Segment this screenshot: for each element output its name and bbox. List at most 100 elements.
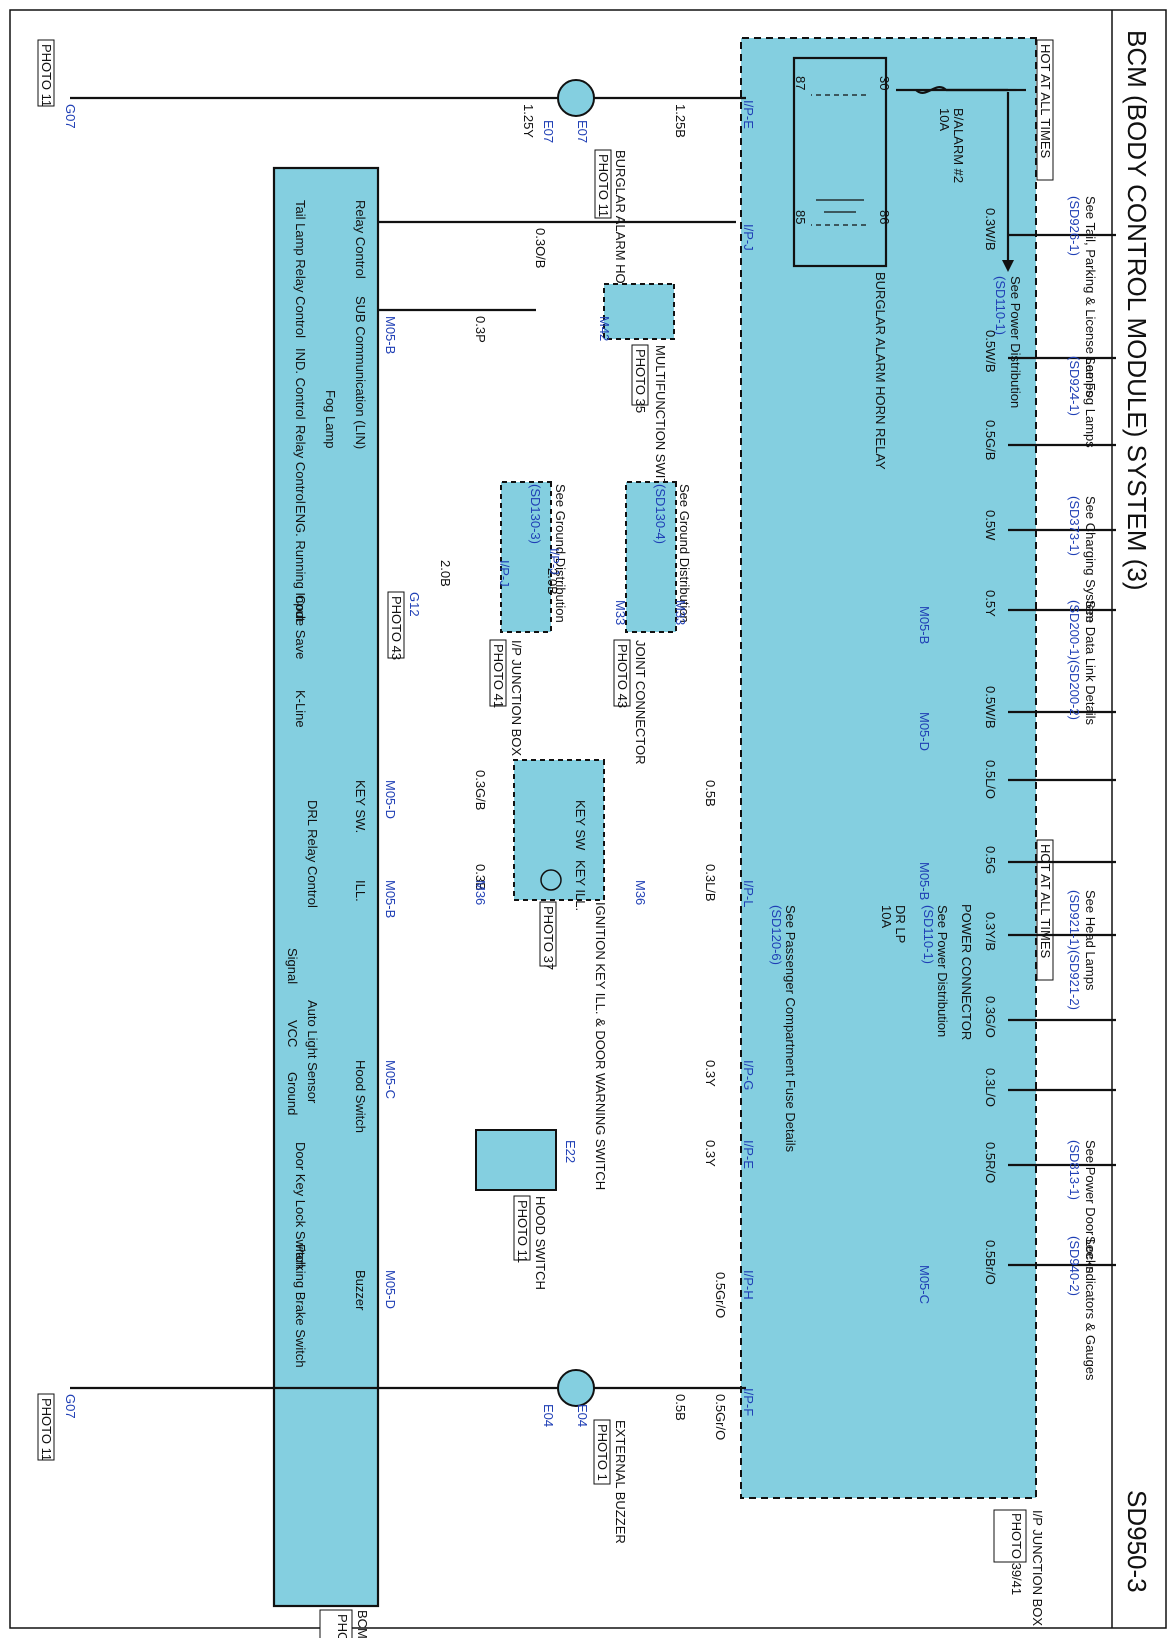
wire-key-sw-supply: 0.5B	[703, 780, 718, 807]
fuse1-symbol	[915, 86, 947, 94]
conn-m36-a: M36	[473, 880, 488, 905]
g07-bottom-code: G07	[63, 1394, 78, 1419]
g07-bottom-photo-frame	[37, 1393, 55, 1461]
wire-label-drl-2: 0.5G	[983, 846, 998, 874]
ref-data-link-ref: (SD200-1)(SD200-2)	[1067, 600, 1082, 720]
ref-fog-text: See Fog Lamps	[1083, 356, 1098, 448]
bcm-name: BCM	[355, 1610, 370, 1638]
conn-e07-a: E07	[575, 120, 590, 143]
bcm-fn-sub-comm: SUB Communication (LIN)	[353, 296, 368, 449]
bcm-fn-tail-lamp: Tail Lamp Relay Control	[293, 200, 308, 338]
conn-m42: M42	[597, 316, 612, 341]
joint-connector-photo-frame	[613, 639, 631, 707]
bcm-fn-hood-switch: Hood Switch	[353, 1060, 368, 1133]
wire-key-ill-supply: 0.3L/B	[703, 864, 718, 902]
pd1-text: See Power Distribution	[1008, 276, 1023, 408]
wire-key-ill: 0.3B	[473, 864, 488, 891]
pd1-ref: (SD110-1)	[993, 276, 1008, 335]
multifunction-photo-frame	[631, 344, 649, 406]
bcm-fn-vcc: VCC	[285, 1020, 300, 1047]
key-sw-label: KEY SW	[573, 800, 588, 851]
wire-label-signal: 0.3Y/B	[983, 912, 998, 951]
key-ill-label: KEY ILL.	[573, 860, 588, 911]
fuse1-rating: 10A	[937, 108, 952, 131]
conn-m05-d-3: M05-D	[383, 1270, 398, 1309]
ground-dist-2-text: See Ground Distribution	[553, 484, 568, 623]
ip-junction-small	[500, 481, 552, 633]
g12-photo-frame	[387, 591, 405, 659]
conn-m05-d-2: M05-D	[383, 780, 398, 819]
wire-label-ground: 0.3L/O	[983, 1068, 998, 1107]
conn-m05-b-3: M05-B	[917, 862, 932, 900]
multifunction-photo: PHOTO 35	[633, 349, 648, 413]
ground-dist-1-text: See Ground Distribution	[677, 484, 692, 623]
wire-parking-supply: 0.5Gr/O	[713, 1272, 728, 1318]
hood-switch-photo: PHOTO 11	[515, 1200, 530, 1263]
external-buzzer-name: EXTERNAL BUZZER	[613, 1420, 628, 1544]
horn-relay-name: BURGLAR ALARM HORN RELAY	[873, 272, 888, 470]
pd2-text: See Power Distribution	[935, 905, 950, 1037]
horn-relay-box	[792, 56, 888, 268]
conn-ip-j-3: I/P-J	[497, 560, 512, 587]
bcm-fn-k-line: K-Line	[293, 690, 308, 728]
pd1-arrow	[1002, 260, 1014, 272]
burglar-horn-photo-frame	[594, 149, 612, 219]
page-frame	[9, 9, 1167, 1629]
ip-junction-small-photo: PHOTO 41	[491, 644, 506, 708]
horn-relay-pin-87: 87	[793, 76, 808, 90]
ref-head-ref: (SD921-1)(SD921-2)	[1067, 890, 1082, 1010]
bcm-fn-auto-light: Auto Light Sensor	[305, 1000, 320, 1104]
ref-tail-ref: (SD926-1)	[1067, 196, 1082, 256]
page-title: BCM (BODY CONTROL MODULE) SYSTEM (3)	[1122, 30, 1152, 591]
bcm-fn-eng-running: ENG. Running Input	[293, 505, 308, 622]
g12-photo: PHOTO 43	[389, 596, 404, 660]
bcm-fn-key-sw: KEY SW.	[353, 780, 368, 833]
fuse2-rating: 10A	[879, 905, 894, 928]
multifunction-switch-name: MULTIFUNCTION SWITCH	[653, 345, 668, 505]
wire-key-sw: 0.3G/B	[473, 770, 488, 810]
key-ill-bulb	[540, 869, 562, 891]
fuse1-name: B/ALARM #2	[951, 108, 966, 183]
wire-buzzer-supply: 0.5Gr/O	[713, 1394, 728, 1440]
conn-m05-c-2: M05-C	[917, 1265, 932, 1304]
bcm-fn-drl: DRL Relay Control	[305, 800, 320, 908]
horn-relay-pin-86: 86	[877, 210, 892, 224]
wire-label-code: 0.5Y	[983, 590, 998, 617]
conn-ip-l: I/P-L	[741, 880, 756, 907]
conn-m05-c-1: M05-C	[383, 1060, 398, 1099]
fuse2-name: DR LP	[893, 905, 908, 943]
horn-relay-pin-85: 85	[793, 210, 808, 224]
bcm-fn-door-key: Door Key Lock Switch	[293, 1142, 308, 1269]
ip-junction-box-photo: PHOTO 39/41	[1009, 1513, 1024, 1595]
wire-2b-a: 2.0B	[438, 560, 453, 587]
ignition-key-switch	[513, 759, 605, 901]
bcm-fn-signal: Signal	[285, 948, 300, 984]
bcm-output-wires	[1008, 233, 1116, 1267]
hot-label-2: HOT AT ALL TIMES	[1038, 844, 1053, 958]
hood-switch	[475, 1129, 557, 1191]
ref-tail-text: See Tail, Parking & License Lamps	[1083, 196, 1098, 397]
conn-ip-h: I/P-H	[741, 1270, 756, 1300]
bcm-fn-relay-control-2: Relay Control	[293, 425, 308, 504]
ref-door-ref: (SD813-1)	[1067, 1140, 1082, 1200]
hood-switch-photo-frame	[513, 1195, 531, 1261]
g12-code: G12	[407, 592, 422, 617]
conn-m05-b-4: M05-B	[383, 880, 398, 918]
hot-label-1: HOT AT ALL TIMES	[1038, 44, 1053, 158]
wire-horn-ground: 1.25B	[673, 104, 688, 138]
wire-label-ind: 0.5W/B	[983, 330, 998, 373]
ref-head-text: See Head Lamps	[1083, 890, 1098, 991]
page-code: SD950-3	[1122, 1490, 1152, 1593]
ignition-switch-name: IGNITION KEY ILL. & DOOR WARNING SWITCH	[593, 902, 608, 1190]
conn-e07-b: E07	[541, 120, 556, 143]
external-buzzer-photo: PHOTO 1	[595, 1424, 610, 1481]
conn-m05-b-1: M05-B	[383, 316, 398, 354]
horn-relay-coil	[816, 199, 864, 213]
wire-hood-2: 0.3Y	[703, 1140, 718, 1167]
bcm-photo: PHOTO 40	[335, 1614, 350, 1638]
wire-label-kline: 0.5W/B	[983, 686, 998, 729]
wire-hood-1: 0.3Y	[703, 1060, 718, 1087]
bcm-fn-ill: ILL.	[353, 880, 368, 902]
bcm-photo-frame	[319, 1609, 353, 1638]
